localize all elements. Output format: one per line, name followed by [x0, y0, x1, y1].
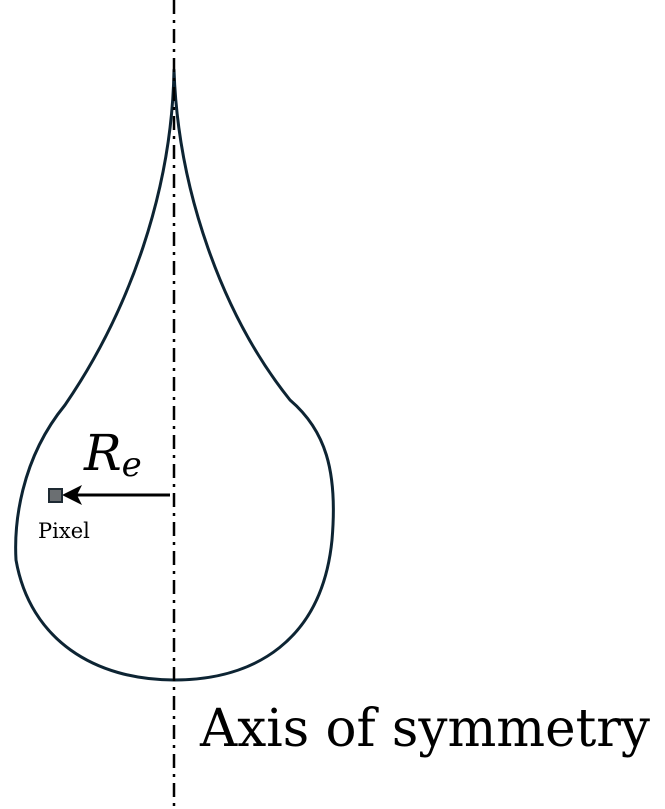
pixel-label: Pixel — [38, 519, 90, 543]
axis-of-symmetry-label: Axis of symmetry — [199, 699, 651, 759]
pixel-square — [48, 488, 63, 503]
radius-subscript: e — [122, 445, 142, 485]
radius-label: Re — [83, 424, 142, 485]
radius-symbol: R — [83, 424, 122, 482]
radius-arrowhead — [62, 485, 82, 505]
